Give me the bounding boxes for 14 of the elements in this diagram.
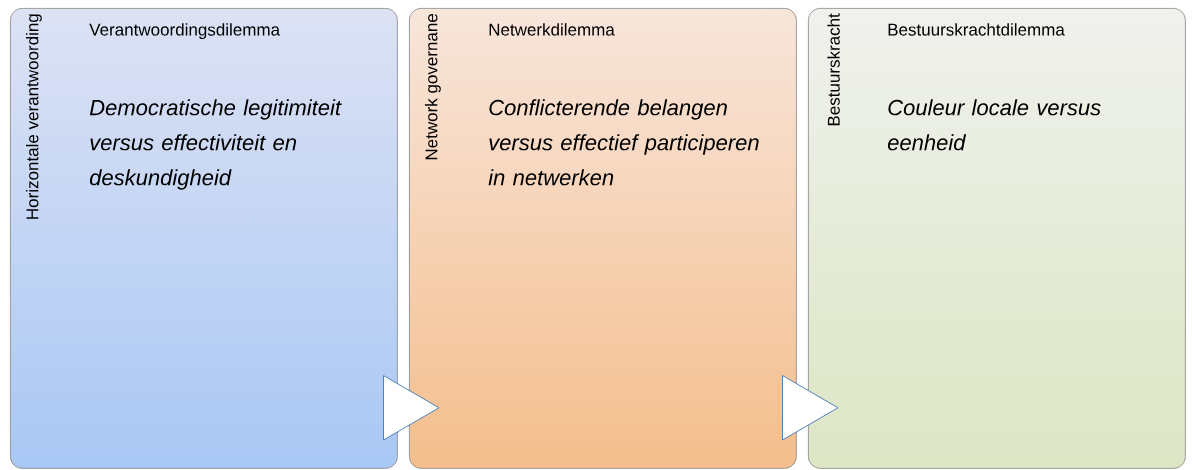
panel xyxy=(808,8,1186,469)
heading: Verantwoordingsdilemma xyxy=(89,23,281,40)
body-text: Conflicterende belangen versus effectief participeren in netwerken xyxy=(488,99,759,186)
side-label: Horizontale verantwoording xyxy=(25,14,42,219)
body-text: Democratische legitimiteit versus effectiviteit en deskundigheid xyxy=(89,99,342,190)
panel xyxy=(409,8,797,469)
side-label: Bestuurskracht xyxy=(827,13,840,126)
chevron-arrow xyxy=(382,375,440,441)
side-label: Network governane xyxy=(424,14,441,160)
body-text: Couleur locale versus eenheid xyxy=(887,99,1101,151)
heading: Bestuurskrachtdilemma xyxy=(888,23,1065,36)
panel xyxy=(10,8,398,469)
heading: Netwerkdilemma xyxy=(489,23,615,36)
chevron-arrow xyxy=(781,375,839,441)
